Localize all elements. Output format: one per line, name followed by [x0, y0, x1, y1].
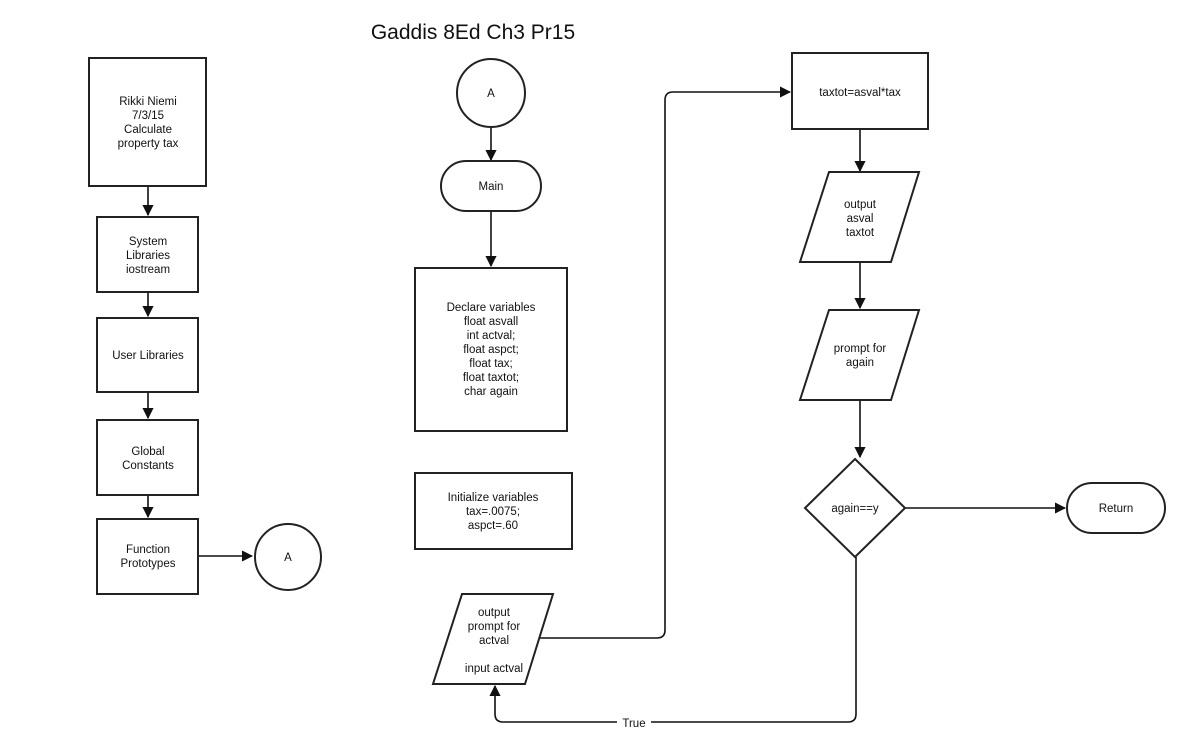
io-input-line: actval	[479, 635, 509, 647]
io-prompt-line: prompt for	[834, 343, 887, 355]
node-io-input-actval-text: output prompt for actval input actval	[465, 607, 523, 675]
io-prompt-line: again	[846, 357, 874, 369]
system-libraries-line: Libraries	[126, 250, 170, 262]
io-output-line: output	[844, 199, 877, 211]
node-io-input-actval	[431, 593, 555, 685]
return-line: Return	[1099, 503, 1134, 515]
node-main-text: Main	[479, 181, 504, 193]
declare-line: float asvall	[464, 316, 518, 328]
node-return	[1066, 482, 1166, 534]
io-input-line: prompt for	[468, 621, 521, 633]
main-line: Main	[479, 181, 504, 193]
initialize-line: aspct=.60	[468, 520, 518, 532]
user-libraries-line: User Libraries	[112, 350, 184, 362]
io-input-line: output	[478, 607, 511, 619]
node-global-constants	[96, 419, 199, 496]
header-line: property tax	[118, 138, 179, 150]
system-libraries-line: iostream	[126, 264, 170, 276]
initialize-line: tax=.0075;	[466, 506, 520, 518]
initialize-line: Initialize variables	[448, 492, 539, 504]
node-return-text: Return	[1099, 503, 1134, 515]
declare-line: int actval;	[467, 330, 516, 342]
node-connector-left	[254, 523, 322, 591]
header-line: Calculate	[124, 124, 172, 136]
io-output-line: taxtot	[846, 227, 875, 239]
declare-line: float tax;	[469, 358, 512, 370]
edges: True	[142, 86, 1067, 730]
node-system-libraries	[96, 216, 199, 293]
function-prototypes-line: Function	[126, 544, 170, 556]
compute-line: taxtot=asval*tax	[819, 87, 901, 99]
decision-line: again==y	[831, 503, 879, 515]
io-input-line	[492, 649, 495, 661]
node-compute-taxtot-text: taxtot=asval*tax	[819, 87, 901, 99]
node-io-output-text: output asval taxtot	[844, 199, 877, 239]
node-header	[88, 57, 207, 187]
node-io-output	[798, 171, 921, 263]
node-decision-again-text: again==y	[831, 503, 879, 515]
declare-line: char again	[464, 386, 518, 398]
node-io-prompt-again-text: prompt for again	[834, 343, 887, 369]
edge-label-bg	[617, 715, 651, 730]
declare-line: float taxtot;	[463, 372, 519, 384]
io-output-line: asval	[847, 213, 874, 225]
system-libraries-line: System	[129, 236, 167, 248]
node-declare-variables	[414, 267, 568, 432]
node-declare-variables-text: Declare variables float asvall int actval;…	[447, 302, 536, 398]
node-main	[440, 160, 542, 212]
node-compute-taxtot	[791, 52, 929, 130]
node-function-prototypes	[96, 518, 199, 595]
node-connector-left-text: A	[284, 552, 292, 564]
edge-input-to-compute	[538, 86, 792, 639]
node-user-libraries-text: User Libraries	[112, 350, 184, 362]
declare-line: Declare variables	[447, 302, 536, 314]
global-constants-line: Global	[131, 446, 164, 458]
node-user-libraries	[96, 317, 199, 393]
edge-decision-true-loop	[489, 557, 857, 723]
declare-line: float aspct;	[463, 344, 519, 356]
edge-label-true: True	[622, 718, 645, 730]
io-input-line: input actval	[465, 663, 523, 675]
global-constants-line: Constants	[122, 460, 174, 472]
node-io-prompt-again	[798, 309, 921, 401]
node-connector-top	[456, 58, 526, 128]
header-line: Rikki Niemi	[119, 96, 177, 108]
function-prototypes-line: Prototypes	[121, 558, 176, 570]
diagram-title: Gaddis 8Ed Ch3 Pr15	[371, 21, 575, 44]
node-initialize-variables	[414, 472, 573, 550]
node-initialize-variables-text: Initialize variables tax=.0075; aspct=.60	[448, 492, 539, 532]
node-decision-again	[803, 457, 907, 559]
header-line: 7/3/15	[132, 110, 164, 122]
node-connector-top-text: A	[487, 88, 495, 100]
connector-left-line: A	[284, 552, 292, 564]
connector-top-line: A	[487, 88, 495, 100]
